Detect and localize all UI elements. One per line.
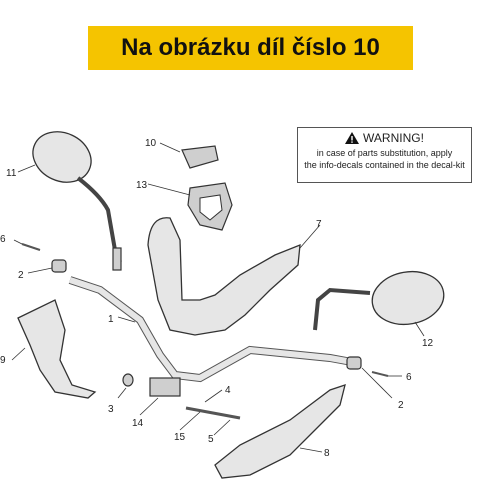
- warning-triangle-icon: [345, 132, 360, 144]
- warning-box: WARNING! in case of parts substitution, …: [297, 127, 472, 183]
- callout-1: 1: [108, 314, 114, 325]
- right-mirror: [313, 270, 445, 331]
- callout-5: 5: [208, 434, 214, 445]
- callout-15: 15: [174, 432, 186, 443]
- callout-3: 3: [108, 404, 114, 415]
- clamp-part: [149, 377, 181, 397]
- left-mirror: [32, 131, 122, 271]
- callout-6-left: 6: [0, 234, 6, 245]
- warning-line-2: the info-decals contained in the decal-k…: [304, 160, 465, 170]
- grip-end-left-part: [51, 259, 67, 273]
- screw-right-part: [371, 371, 389, 377]
- cover-cap-part: [181, 145, 219, 169]
- banner-title: Na obrázku díl číslo 10: [121, 34, 380, 61]
- left-lower-panel-part: [17, 299, 97, 399]
- warning-line-1: in case of parts substitution, apply: [316, 148, 453, 158]
- callout-7: 7: [316, 219, 322, 230]
- callout-4: 4: [225, 385, 231, 396]
- washer-part: [122, 373, 134, 387]
- callout-10: 10: [145, 138, 157, 149]
- screw-left-part: [21, 243, 41, 251]
- bolt-part: [185, 406, 241, 420]
- callout-8: 8: [324, 448, 330, 459]
- grip-end-right-part: [346, 356, 362, 370]
- callout-13: 13: [136, 180, 148, 191]
- callout-14: 14: [132, 418, 144, 429]
- callout-12: 12: [422, 338, 434, 349]
- callout-2-left: 2: [18, 270, 24, 281]
- callout-6-right: 6: [406, 372, 412, 383]
- title-banner: Na obrázku díl číslo 10: [88, 26, 413, 70]
- callout-9: 9: [0, 355, 6, 366]
- callout-11: 11: [6, 168, 17, 179]
- headlight-cover-part: [147, 217, 301, 336]
- warning-heading: WARNING!: [363, 131, 424, 145]
- right-lower-panel-part: [214, 384, 346, 479]
- callout-2-right: 2: [398, 400, 404, 411]
